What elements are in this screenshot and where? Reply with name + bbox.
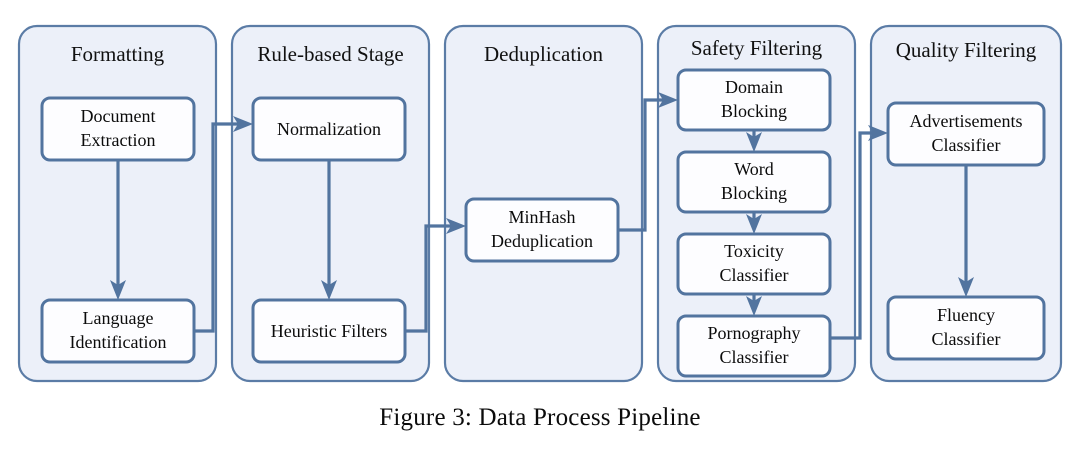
node-document-extraction[interactable]: Document Extraction	[40, 96, 196, 162]
node-label-domain-blocking-line1: Domain	[725, 77, 783, 97]
stage-panel-quality-filtering: Quality Filtering Advertisements Classif…	[869, 24, 1063, 383]
node-label-word-blocking-line2: Blocking	[721, 183, 787, 203]
edge-toxicity-classifier-to-pornography-classifier	[746, 294, 762, 316]
panel-title-rule-based-stage: Rule-based Stage	[257, 42, 403, 66]
panel-title-quality-filtering: Quality Filtering	[896, 38, 1037, 62]
node-language-identification[interactable]: Language Identification	[40, 298, 196, 364]
edge-document-extraction-to-language-identification	[110, 160, 126, 300]
node-label-word-blocking-line1: Word	[734, 159, 774, 179]
node-label-pornography-classifier-line1: Pornography	[708, 323, 801, 343]
node-label-normalization-line1: Normalization	[277, 119, 381, 139]
node-pornography-classifier[interactable]: Pornography Classifier	[676, 314, 832, 378]
edge-heuristic-filters-to-minhash-deduplication	[405, 218, 466, 333]
data-process-pipeline-diagram: Formatting Document Extraction Language …	[17, 24, 1063, 383]
node-fluency-classifier[interactable]: Fluency Classifier	[886, 295, 1046, 361]
stage-panel-deduplication: Deduplication MinHash Deduplication	[443, 24, 644, 383]
edge-word-blocking-to-toxicity-classifier	[746, 212, 762, 234]
panel-title-safety-filtering: Safety Filtering	[691, 36, 823, 60]
node-label-minhash-deduplication-line1: MinHash	[509, 207, 576, 227]
node-label-toxicity-classifier-line2: Classifier	[720, 265, 789, 285]
node-label-advertisements-classifier-line1: Advertisements	[910, 111, 1023, 131]
node-word-blocking[interactable]: Word Blocking	[676, 150, 832, 214]
node-label-pornography-classifier-line2: Classifier	[720, 347, 789, 367]
stage-panel-formatting: Formatting Document Extraction Language …	[17, 24, 218, 383]
node-label-document-extraction-line2: Extraction	[81, 130, 156, 150]
node-heuristic-filters[interactable]: Heuristic Filters	[251, 298, 407, 364]
node-label-advertisements-classifier-line2: Classifier	[932, 135, 1001, 155]
node-box-fluency-classifier[interactable]	[886, 295, 1046, 361]
node-label-fluency-classifier-line2: Classifier	[932, 329, 1001, 349]
node-normalization[interactable]: Normalization	[251, 96, 407, 162]
figure-caption: Figure 3: Data Process Pipeline	[379, 404, 701, 431]
panel-title-formatting: Formatting	[71, 42, 165, 66]
node-minhash-deduplication[interactable]: MinHash Deduplication	[464, 197, 620, 263]
panel-title-deduplication: Deduplication	[484, 42, 603, 66]
node-label-fluency-classifier-line1: Fluency	[937, 305, 995, 325]
edge-minhash-deduplication-to-domain-blocking	[618, 92, 678, 232]
node-advertisements-classifier[interactable]: Advertisements Classifier	[886, 101, 1046, 167]
node-label-language-identification-line1: Language	[83, 308, 154, 328]
node-domain-blocking[interactable]: Domain Blocking	[676, 68, 832, 132]
node-toxicity-classifier[interactable]: Toxicity Classifier	[676, 232, 832, 296]
node-label-toxicity-classifier-line1: Toxicity	[724, 241, 784, 261]
node-label-language-identification-line2: Identification	[70, 332, 167, 352]
node-label-document-extraction-line1: Document	[81, 106, 156, 126]
node-box-pornography-classifier[interactable]	[676, 314, 832, 378]
node-label-minhash-deduplication-line2: Deduplication	[491, 231, 593, 251]
edge-normalization-to-heuristic-filters	[321, 160, 337, 300]
stage-panel-rule-based-stage: Rule-based Stage Normalization Heuristic…	[230, 24, 431, 383]
edge-pornography-classifier-to-advertisements-classifier	[830, 125, 888, 340]
stage-panel-safety-filtering: Safety Filtering Domain Blocking Word Bl…	[656, 24, 857, 383]
edge-domain-blocking-to-word-blocking	[746, 130, 762, 152]
node-label-heuristic-filters-line1: Heuristic Filters	[271, 321, 387, 341]
edge-advertisements-classifier-to-fluency-classifier	[958, 165, 974, 297]
node-label-domain-blocking-line2: Blocking	[721, 101, 787, 121]
edge-language-identification-to-normalization	[194, 116, 253, 333]
